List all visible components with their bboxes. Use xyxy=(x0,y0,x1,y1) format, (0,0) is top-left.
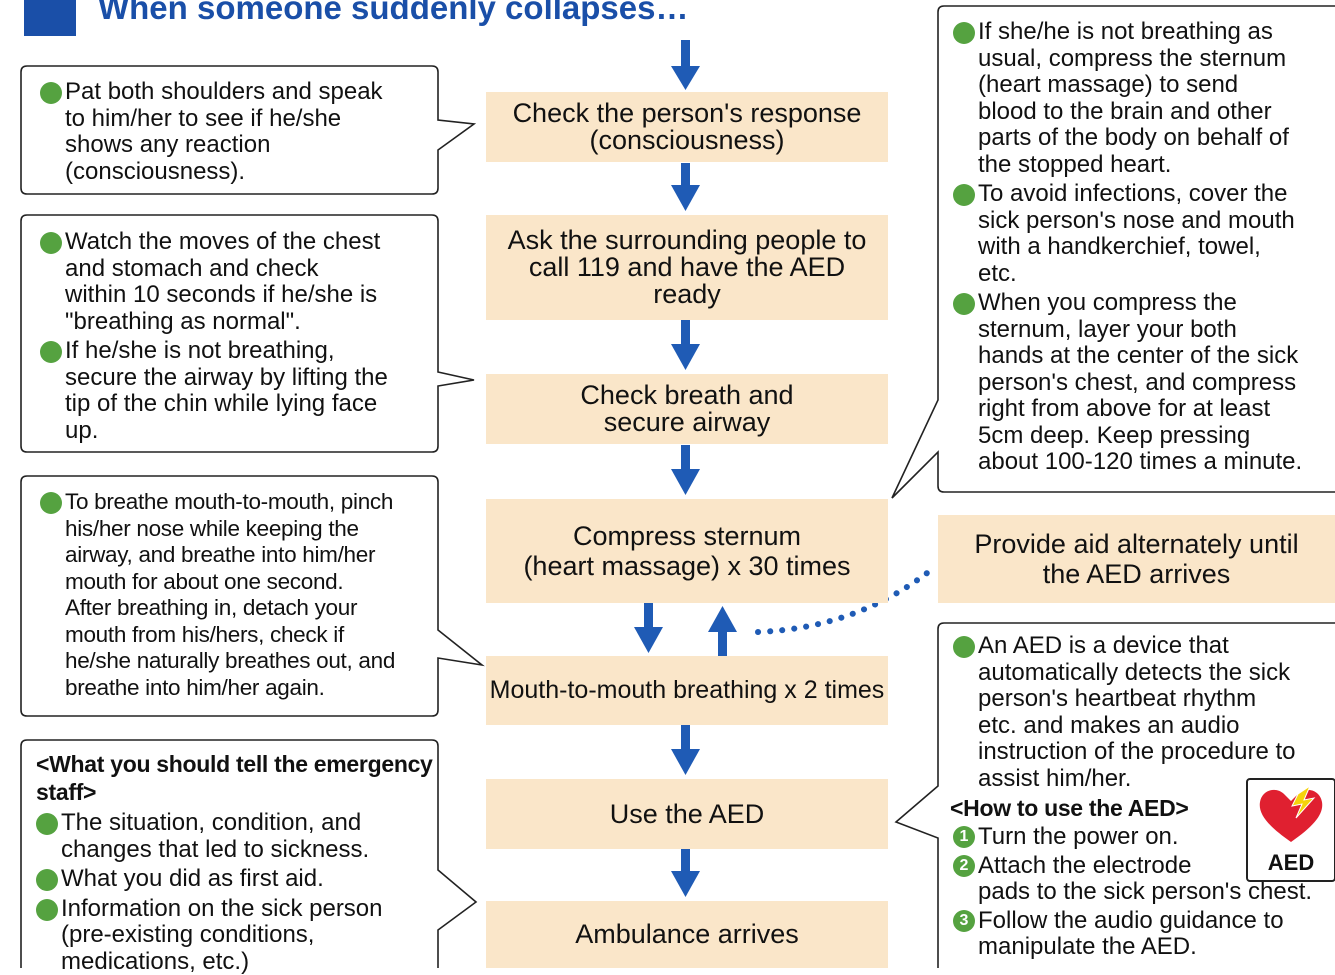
bullet-dot-icon xyxy=(953,293,975,315)
step-mouth-to-mouth: Mouth-to-mouth breathing x 2 times xyxy=(486,656,888,725)
step-compress-sternum: Compress sternum(heart massage) x 30 tim… xyxy=(486,499,888,603)
down-arrow-icon xyxy=(671,445,700,495)
flow-arrows xyxy=(634,40,737,897)
step-use-aed: Use the AED xyxy=(486,779,888,849)
bullet-dot-icon xyxy=(36,813,58,835)
down-arrow-icon xyxy=(671,40,700,90)
aed-logo: AED xyxy=(1246,778,1335,882)
bullet-dot-icon xyxy=(953,636,975,658)
bullet-dot-icon xyxy=(36,899,58,921)
down-arrow-icon xyxy=(634,603,663,653)
down-arrow-icon xyxy=(671,849,700,897)
number-3-icon: 3 xyxy=(953,910,975,932)
bullet-dot-icon xyxy=(40,232,62,254)
bullet-dot-icon xyxy=(40,341,62,363)
down-arrow-icon xyxy=(671,725,700,775)
bullet-dot-icon xyxy=(40,82,62,104)
aed-logo-text: AED xyxy=(1248,850,1334,876)
bullet-dot-icon xyxy=(36,869,58,891)
emergency-staff-heading: <What you should tell the emergency staf… xyxy=(36,750,436,806)
bullet-item: Information on the sick person(pre-exist… xyxy=(36,896,436,975)
bullet-dot-icon xyxy=(953,184,975,206)
down-arrow-icon xyxy=(671,163,700,211)
number-2-icon: 2 xyxy=(953,855,975,877)
step-check-response: Check the person's response(consciousnes… xyxy=(486,92,888,162)
number-1-icon: 1 xyxy=(953,826,975,848)
down-arrow-icon xyxy=(671,320,700,370)
heart-lightning-icon xyxy=(1248,780,1334,850)
bullet-dot-icon xyxy=(40,492,62,514)
bullet-item: What you did as first aid. xyxy=(36,866,436,893)
bullet-item: If he/she is not breathing,secure the ai… xyxy=(40,338,435,444)
bullet-dot-icon xyxy=(953,22,975,44)
step-ambulance-arrives: Ambulance arrives xyxy=(486,901,888,968)
up-arrow-icon xyxy=(708,606,737,656)
left-note-4: <What you should tell the emergency staf… xyxy=(36,750,436,975)
